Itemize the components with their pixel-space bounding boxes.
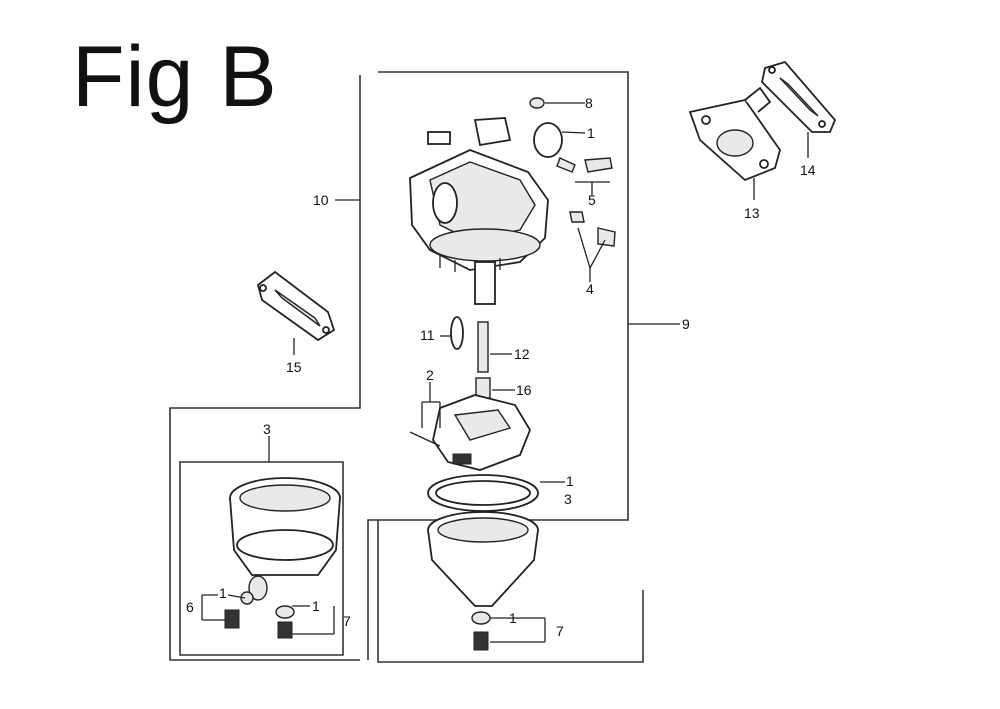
outline-assembly-9 [367, 71, 629, 660]
outline-bowl-3-left [179, 461, 344, 656]
callout-7-left: 7 [343, 613, 351, 629]
float-bowl-right [427, 511, 539, 651]
callout-15: 15 [286, 359, 302, 375]
screw-spring-part-4 [569, 211, 616, 247]
leader-lines [201, 102, 809, 643]
callout-5: 5 [588, 192, 596, 208]
float-bowl-left [224, 477, 341, 639]
gasket-part-14 [761, 60, 837, 133]
callout-6: 6 [186, 599, 194, 615]
callout-11: 11 [420, 327, 435, 343]
callout-1-gasket: 1 [566, 473, 574, 489]
screw-part-8 [529, 97, 545, 109]
o-ring-part-11 [450, 316, 464, 350]
screw-spring-part-5 [556, 157, 613, 173]
jet-part-12 [477, 321, 489, 373]
float-assembly [409, 394, 532, 471]
callout-1-left-a: 1 [219, 585, 227, 601]
callout-1-washer-right: 1 [509, 610, 517, 626]
callout-1-top: 1 [587, 125, 595, 141]
gasket-part-15 [256, 270, 336, 342]
figure-title: Fig B [72, 29, 278, 125]
callout-2: 2 [426, 367, 434, 383]
o-ring-part-1-top [533, 122, 563, 158]
callout-1-left-b: 1 [312, 598, 320, 614]
callout-3-right: 3 [564, 491, 572, 507]
callout-14: 14 [800, 162, 816, 178]
callout-7-right: 7 [556, 623, 564, 639]
insulator-part-13 [688, 86, 781, 182]
callout-9: 9 [682, 316, 690, 332]
callout-12: 12 [514, 346, 530, 362]
callout-labels: 8 1 5 4 9 10 11 12 16 2 1 3 1 7 3 1 6 1 … [186, 95, 816, 639]
callout-16: 16 [516, 382, 532, 398]
callout-3-left: 3 [263, 421, 271, 437]
gasket-ring-right [427, 474, 539, 512]
callout-10: 10 [313, 192, 329, 208]
callout-13: 13 [744, 205, 760, 221]
carburetor-body [409, 117, 549, 305]
outline-assembly-10 [169, 75, 361, 661]
callout-8: 8 [585, 95, 593, 111]
outline-bowl-right [377, 520, 644, 663]
callout-4: 4 [586, 281, 594, 297]
